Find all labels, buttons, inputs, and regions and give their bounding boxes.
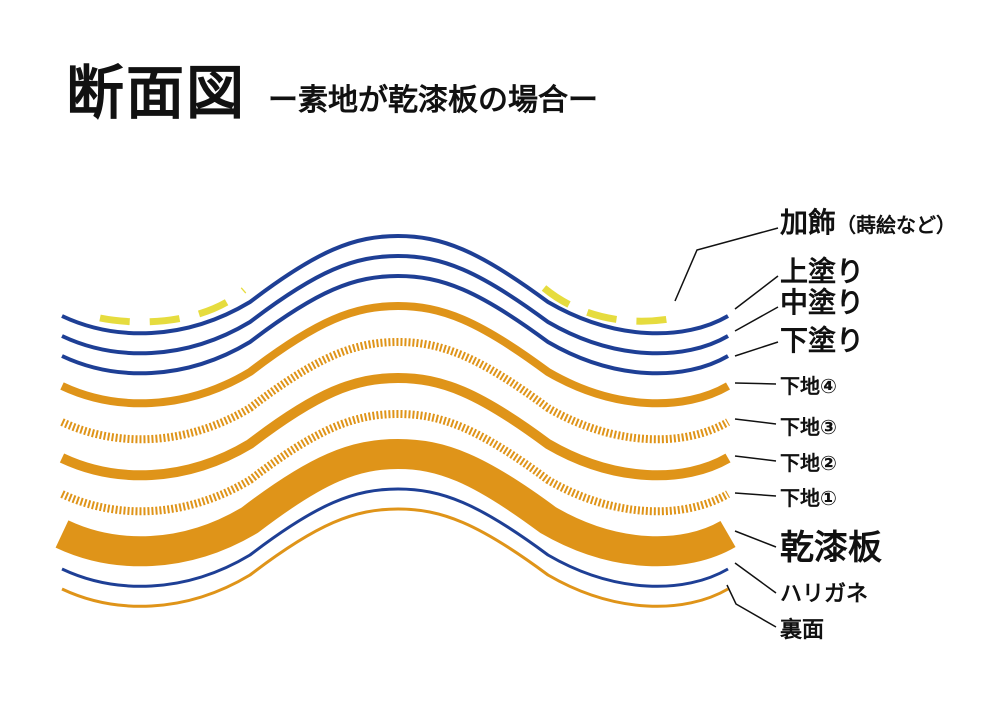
decoration-line-left	[99, 287, 247, 326]
layer-line-11	[61, 507, 729, 608]
diagram-subtitle: ー素地が乾漆板の場合ー	[268, 83, 598, 118]
layer-name: 下地①	[780, 486, 837, 510]
layer-label-11: 裏面	[780, 617, 824, 643]
leader-line-10	[734, 562, 777, 594]
layer-name: 下地④	[780, 374, 837, 398]
layer-label-1: 加飾（蒔絵など）	[780, 206, 956, 239]
layer-label-3: 中塗り	[780, 286, 864, 319]
layer-line-2	[61, 233, 730, 336]
layer-name: 上塗り	[780, 255, 864, 288]
leader-line-4	[734, 341, 779, 357]
leader-line-9	[734, 530, 777, 548]
layer-name: 乾漆板	[780, 528, 882, 568]
decoration-line-right	[541, 285, 685, 325]
leader-line-1	[674, 227, 779, 302]
layer-label-5: 下地④	[780, 374, 837, 398]
layer-label-8: 下地①	[780, 486, 837, 510]
layer-note: （蒔絵など）	[836, 213, 956, 237]
layer-name: 下地②	[780, 451, 837, 475]
layer-label-9: 乾漆板	[780, 528, 882, 568]
leader-line-11	[726, 584, 777, 628]
leader-line-7	[734, 455, 777, 462]
layer-label-6: 下地③	[780, 415, 837, 439]
leader-line-3	[734, 306, 779, 332]
leader-line-2	[734, 275, 779, 310]
layer-line-6	[60, 337, 731, 444]
layer-label-7: 下地②	[780, 451, 837, 475]
layer-line-8	[60, 409, 731, 516]
layer-name: 下地③	[780, 415, 837, 439]
layer-name: 下塗り	[780, 324, 864, 357]
layer-name: ハリガネ	[780, 582, 868, 607]
layer-line-10	[61, 487, 729, 588]
layer-label-2: 上塗り	[780, 255, 864, 288]
layer-name: 中塗り	[780, 286, 864, 319]
diagram-title: 断面図	[66, 59, 247, 127]
leader-line-6	[734, 418, 777, 425]
layer-line-9	[55, 438, 736, 567]
leader-line-8	[734, 492, 777, 497]
layer-label-4: 下塗り	[780, 324, 864, 357]
layer-label-10: ハリガネ	[780, 582, 868, 607]
layer-line-5	[60, 301, 731, 408]
layer-line-3	[61, 253, 730, 356]
layer-name: 加飾	[780, 206, 836, 239]
layer-line-7	[59, 372, 731, 481]
layer-line-4	[61, 273, 730, 376]
leader-line-5	[734, 382, 777, 385]
layer-name: 裏面	[780, 617, 824, 643]
